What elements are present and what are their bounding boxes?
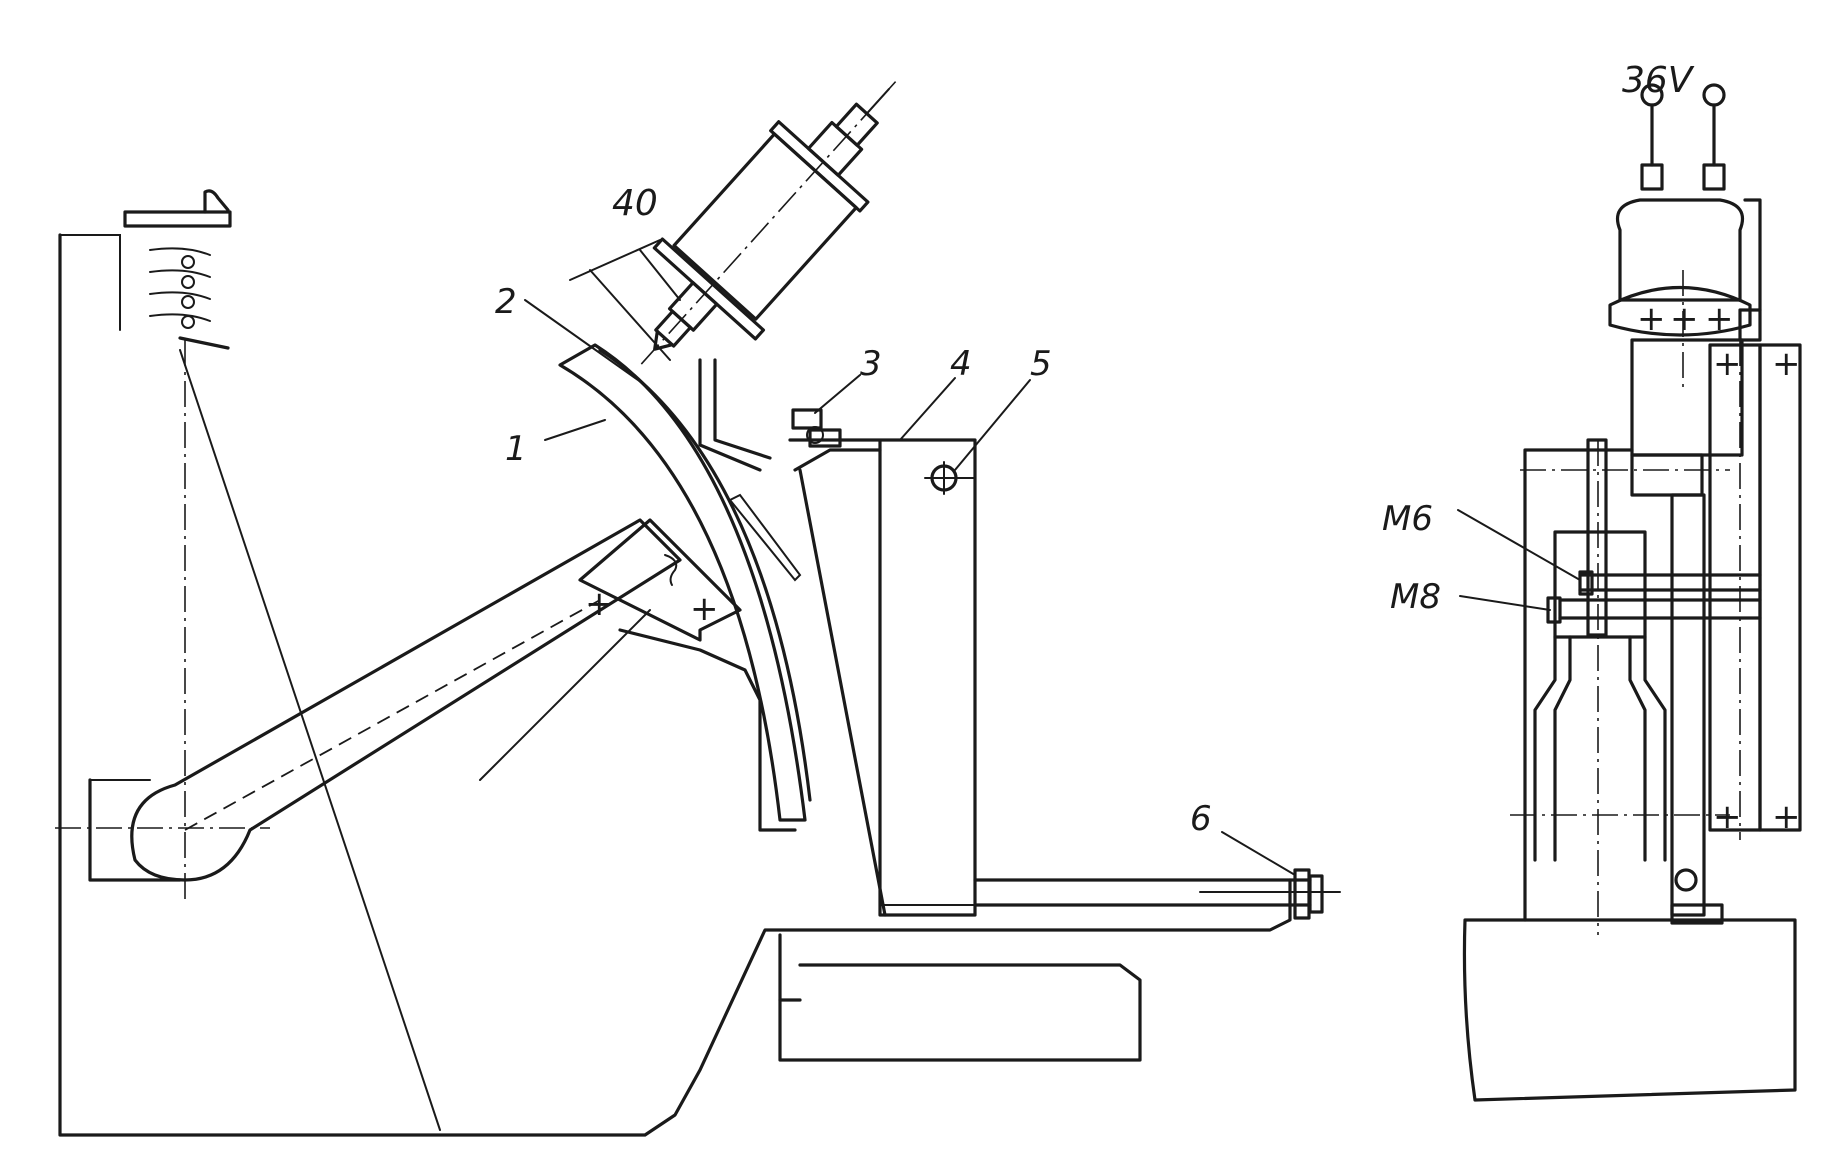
adjusting-screw [791, 408, 842, 448]
solenoid-assembly [640, 81, 897, 365]
coil-mark-1: + [1637, 299, 1666, 339]
part-label-6: 6 [1190, 799, 1212, 839]
part-label-5: 5 [1030, 344, 1052, 384]
solenoid-front: + + + [1608, 198, 1762, 497]
vertical-post [788, 438, 977, 917]
front-base-block [1462, 918, 1797, 1102]
dimension-40-label: 40 [612, 183, 658, 224]
lower-bolt [1674, 868, 1698, 892]
plate-mark-3: + [1713, 797, 1742, 837]
plate-mark-4: + [1772, 797, 1801, 837]
bolt-label-m8: M8 [1390, 577, 1441, 617]
dimension-40: 40 [569, 183, 681, 361]
side-view: + + [55, 81, 1341, 1137]
part-labels: 1 2 3 4 5 6 [495, 282, 1296, 876]
coil-mark-3: + [1705, 299, 1734, 339]
plate-mark-1: + [1713, 344, 1742, 384]
spring-clamp [123, 189, 232, 350]
fork-linkage [1533, 438, 1762, 925]
voltage-label: 36V [1622, 60, 1695, 101]
part-label-1: 1 [505, 429, 527, 469]
pivot-mark-1: + [585, 584, 614, 624]
pivot-mark-2: + [690, 589, 719, 629]
solenoid-bracket [698, 358, 762, 472]
lever-bracket: + + [578, 518, 797, 832]
curved-guide [558, 343, 812, 822]
bolt-label-m6: M6 [1382, 499, 1433, 539]
connecting-rod [973, 868, 1341, 920]
base-frame [58, 233, 1292, 1137]
plate-mark-2: + [1772, 344, 1801, 384]
coil-mark-2: + [1670, 299, 1699, 339]
front-view: 36V + + + + + + + [1382, 60, 1802, 1102]
front-side-plates: + + + + [1708, 340, 1802, 840]
part-label-3: 3 [860, 344, 882, 384]
power-terminals: 36V [1622, 60, 1726, 191]
terminal-right [1702, 83, 1726, 107]
bolt-labels: M6 M8 [1382, 499, 1581, 617]
lever-arm [130, 518, 682, 882]
part-label-4: 4 [950, 344, 972, 384]
front-frame [1510, 440, 1730, 935]
post-bolt [924, 461, 976, 495]
part-label-2: 2 [495, 282, 517, 322]
